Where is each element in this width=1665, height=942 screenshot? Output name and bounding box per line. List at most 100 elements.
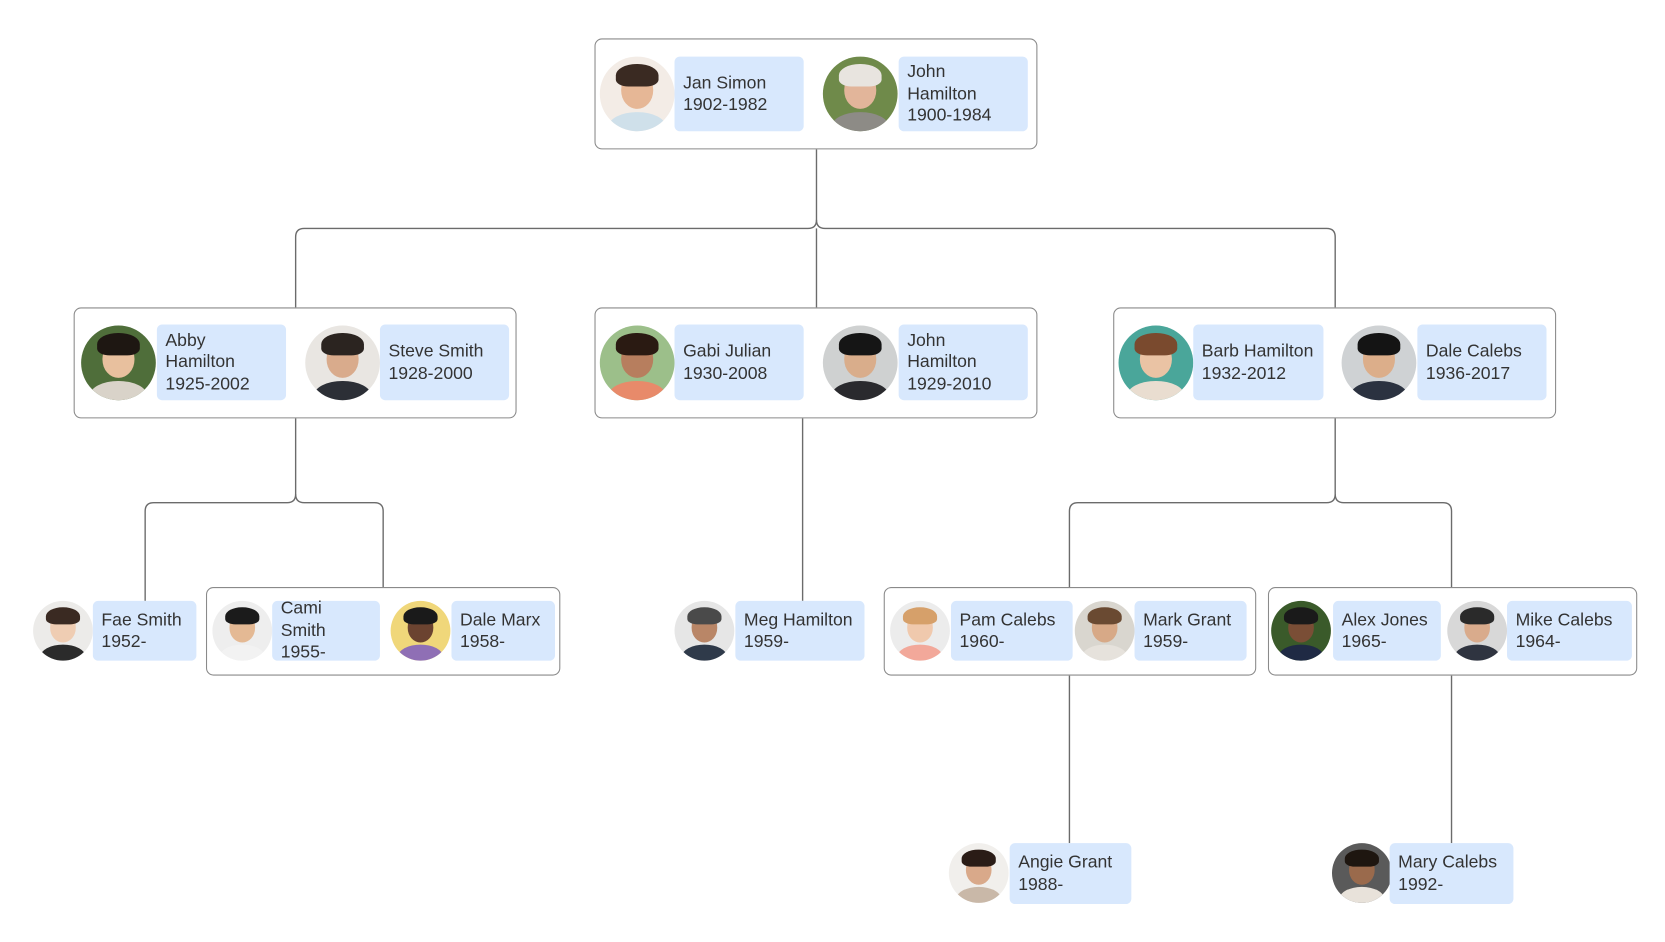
avatar-body [681, 645, 728, 661]
person-label: Meg Hamilton 1959- [735, 600, 865, 661]
connector [144, 418, 297, 601]
avatar-body [1454, 645, 1500, 661]
avatar [1341, 325, 1417, 401]
person-name: Fae Smith [101, 609, 182, 630]
person-name: Meg Hamilton [743, 609, 853, 630]
person-label: Abby Hamilton 1925-2002 [156, 324, 287, 401]
person-years: 1958- [460, 631, 506, 652]
person-label: John Hamilton 1929-2010 [898, 324, 1028, 401]
avatar [305, 325, 380, 401]
avatar-hair [687, 606, 722, 625]
avatar [1447, 600, 1508, 661]
avatar-hair [839, 332, 882, 356]
person-label: Alex Jones 1965- [1333, 600, 1441, 661]
person-label: John Hamilton 1900-1984 [898, 56, 1028, 132]
avatar [81, 325, 156, 401]
person-name: Mary Calebs [1398, 852, 1498, 872]
avatar-body [219, 645, 265, 661]
person-label: Angie Grant 1988- [1009, 843, 1132, 905]
person-name: Steve Smith [388, 341, 484, 361]
avatar [948, 843, 1009, 903]
avatar-hair [403, 606, 438, 625]
person-years: 1930-2008 [683, 363, 768, 383]
connector [294, 494, 384, 588]
person-years: 1925-2002 [165, 374, 250, 394]
avatar-hair [97, 332, 140, 356]
person-name: Abby Hamilton [165, 330, 235, 372]
person-label: Steve Smith 1928-2000 [379, 324, 510, 401]
avatar-hair [1087, 606, 1122, 625]
avatar-body [1127, 380, 1185, 401]
avatar-hair [616, 332, 659, 356]
avatar-hair [1345, 849, 1379, 868]
person-label: Mary Calebs 1992- [1389, 843, 1514, 905]
avatar-body [40, 645, 86, 661]
connector [1334, 494, 1453, 588]
avatar-body [397, 645, 444, 661]
person-years: 1964- [1515, 631, 1561, 652]
avatar [822, 56, 898, 132]
avatar-body [1278, 645, 1324, 661]
avatar-hair [839, 64, 882, 87]
person-years: 1959- [743, 631, 789, 652]
avatar-body [608, 111, 666, 132]
person-label: Cami Smith 1955- [272, 599, 380, 662]
connector [815, 219, 1336, 308]
person-years: 1928-2000 [388, 363, 473, 383]
person-name: Pam Calebs [959, 609, 1056, 630]
person-name: Jan Simon [683, 73, 767, 93]
person-years: 1902-1982 [683, 94, 768, 115]
avatar-body [608, 380, 666, 401]
person-label: Dale Calebs 1936-2017 [1417, 324, 1547, 401]
person-label: Gabi Julian 1930-2008 [674, 324, 804, 401]
person-name: Dale Calebs [1425, 341, 1522, 361]
person-years: 1955- [280, 642, 326, 662]
avatar-hair [1134, 332, 1177, 356]
avatar [1271, 600, 1331, 661]
avatar [674, 600, 735, 661]
person-name: Cami Smith [280, 599, 326, 641]
avatar-body [897, 645, 943, 661]
avatar [1118, 325, 1194, 401]
avatar-hair [46, 606, 80, 625]
avatar-hair [616, 64, 659, 87]
person-name: Mike Calebs [1515, 609, 1613, 630]
avatar [33, 600, 93, 661]
avatar-hair [1284, 606, 1318, 625]
avatar-body [831, 380, 889, 401]
person-name: John Hamilton [907, 330, 977, 372]
avatar-hair [961, 849, 996, 868]
avatar-body [831, 111, 889, 132]
connector [1068, 418, 1336, 588]
avatar-body [1339, 887, 1385, 903]
avatar-body [90, 380, 147, 401]
person-name: Dale Marx [460, 609, 541, 630]
person-name: Angie Grant [1018, 852, 1113, 872]
avatar [390, 600, 451, 661]
avatar [822, 325, 898, 401]
person-label: Barb Hamilton 1932-2012 [1193, 324, 1324, 401]
person-label: Mark Grant 1959- [1134, 600, 1247, 661]
avatar-body [1350, 380, 1408, 401]
avatar-hair [1460, 606, 1494, 625]
person-years: 1929-2010 [907, 374, 992, 394]
person-label: Mike Calebs 1964- [1507, 600, 1632, 661]
avatar [599, 325, 675, 401]
person-name: Barb Hamilton [1201, 341, 1314, 361]
avatar [890, 600, 950, 661]
person-years: 1900-1984 [907, 105, 992, 126]
avatar-body [314, 380, 371, 401]
person-name: Mark Grant [1143, 609, 1232, 630]
person-years: 1965- [1341, 631, 1387, 652]
person-years: 1960- [959, 631, 1005, 652]
person-name: John Hamilton [907, 62, 977, 104]
person-years: 1936-2017 [1425, 363, 1511, 383]
avatar-hair [903, 606, 937, 625]
avatar-hair [1358, 332, 1400, 356]
avatar [1331, 843, 1392, 903]
connector [294, 149, 818, 308]
person-years: 1952- [101, 631, 147, 652]
person-label: Pam Calebs 1960- [950, 600, 1073, 661]
avatar [1074, 600, 1135, 661]
